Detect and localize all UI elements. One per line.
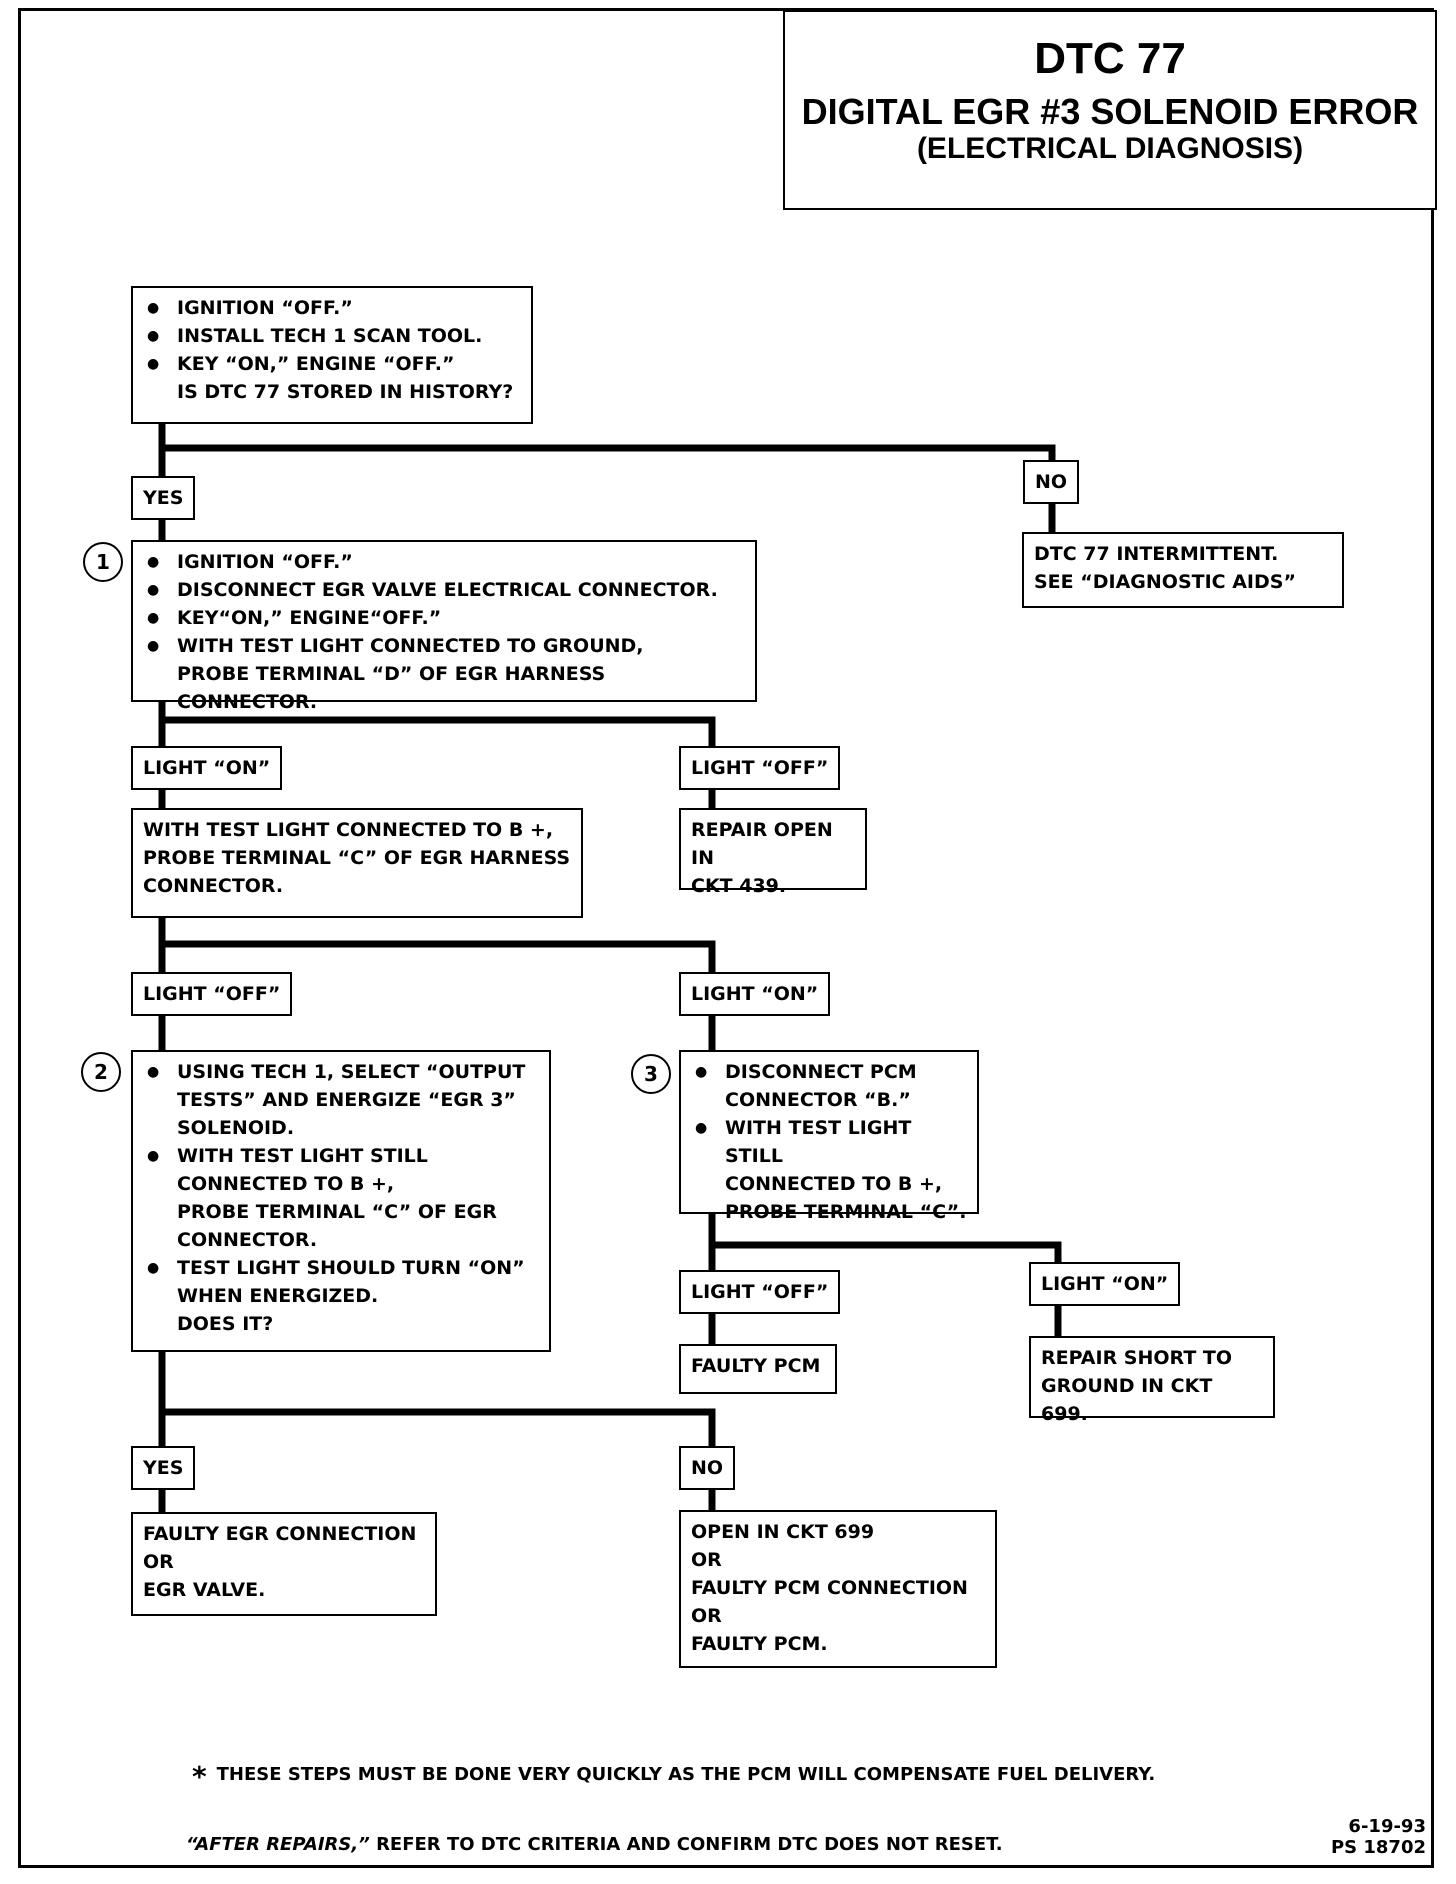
step-1-light-off-label: LIGHT “OFF” <box>679 746 841 790</box>
probe-terminal-c-box: WITH TEST LIGHT CONNECTED TO B +, PROBE … <box>131 808 583 918</box>
start-step-item: INSTALL TECH 1 SCAN TOOL. <box>143 322 523 350</box>
step-3-box: DISCONNECT PCM CONNECTOR “B.” WITH TEST … <box>679 1050 979 1223</box>
step-2-item: TEST LIGHT SHOULD TURN “ON” WHEN ENERGIZ… <box>143 1254 541 1338</box>
step-2-no-label: NO <box>679 1446 736 1490</box>
step-2-item: WITH TEST LIGHT STILL CONNECTED TO B +, … <box>143 1142 541 1254</box>
page-frame <box>18 8 1434 1868</box>
step-1-box: IGNITION “OFF.” DISCONNECT EGR VALVE ELE… <box>131 540 757 713</box>
open-699-box: OPEN IN CKT 699 OR FAULTY PCM CONNECTION… <box>679 1510 997 1668</box>
quick-steps-note: * THESE STEPS MUST BE DONE VERY QUICKLY A… <box>192 1760 1155 1793</box>
start-no-label: NO <box>1023 460 1080 504</box>
step-marker-1: 1 <box>83 542 123 582</box>
step-2-item: USING TECH 1, SELECT “OUTPUT TESTS” AND … <box>143 1058 541 1142</box>
faulty-pcm-box: FAULTY PCM <box>679 1344 837 1394</box>
step-marker-2: 2 <box>81 1052 121 1092</box>
faulty-egr-text: FAULTY EGR CONNECTION OR EGR VALVE. <box>143 1523 417 1601</box>
document-reference: 6-19-93 PS 18702 <box>1331 1816 1426 1858</box>
step-3-item: WITH TEST LIGHT STILL CONNECTED TO B +, … <box>691 1114 969 1226</box>
faulty-pcm-text: FAULTY PCM <box>691 1355 821 1377</box>
step-3-light-off-label: LIGHT “OFF” <box>679 1270 841 1314</box>
start-step-item: IGNITION “OFF.” <box>143 294 523 322</box>
start-step-item: KEY “ON,” ENGINE “OFF.” IS DTC 77 STORED… <box>143 350 523 406</box>
title-block: DTC 77 DIGITAL EGR #3 SOLENOID ERROR (EL… <box>783 10 1437 210</box>
quick-steps-text: THESE STEPS MUST BE DONE VERY QUICKLY AS… <box>216 1764 1156 1785</box>
step-3-item: DISCONNECT PCM CONNECTOR “B.” <box>691 1058 969 1114</box>
document-number: PS 18702 <box>1330 1837 1426 1858</box>
repair-open-439-box: REPAIR OPEN IN CKT 439. <box>679 808 867 897</box>
step-marker-3: 3 <box>631 1054 671 1094</box>
step-3-light-on-label: LIGHT “ON” <box>1029 1262 1181 1306</box>
step-1-item: IGNITION “OFF.” <box>143 548 747 576</box>
repair-short-699-text: REPAIR SHORT TO GROUND IN CKT 699. <box>1041 1347 1233 1425</box>
faulty-egr-box: FAULTY EGR CONNECTION OR EGR VALVE. <box>131 1512 437 1616</box>
asterisk-mark: * <box>192 1760 207 1793</box>
repair-open-439-text: REPAIR OPEN IN CKT 439. <box>691 819 833 897</box>
open-699-text: OPEN IN CKT 699 OR FAULTY PCM CONNECTION… <box>691 1521 968 1655</box>
intermittent-box: DTC 77 INTERMITTENT. SEE “DIAGNOSTIC AID… <box>1022 532 1344 608</box>
start-step-box: IGNITION “OFF.” INSTALL TECH 1 SCAN TOOL… <box>131 286 533 424</box>
step-2-yes-label: YES <box>131 1446 196 1490</box>
step-1-light-on-label: LIGHT “ON” <box>131 746 283 790</box>
repair-short-699-box: REPAIR SHORT TO GROUND IN CKT 699. <box>1029 1336 1275 1425</box>
dtc-subtitle: (ELECTRICAL DIAGNOSIS) <box>916 132 1304 165</box>
after-repairs-text: REFER TO DTC CRITERIA AND CONFIRM DTC DO… <box>376 1834 1003 1855</box>
step-2-box: USING TECH 1, SELECT “OUTPUT TESTS” AND … <box>131 1050 551 1352</box>
start-yes-label: YES <box>131 476 196 520</box>
after-repairs-note: “AFTER REPAIRS,” REFER TO DTC CRITERIA A… <box>186 1834 1003 1855</box>
probe-terminal-c-text: WITH TEST LIGHT CONNECTED TO B +, PROBE … <box>143 819 571 897</box>
dtc-code: DTC 77 <box>1034 34 1186 83</box>
after-repairs-emphasis: “AFTER REPAIRS,” <box>186 1834 370 1855</box>
step-1-item: WITH TEST LIGHT CONNECTED TO GROUND, PRO… <box>143 632 747 716</box>
document-date: 6-19-93 <box>1348 1816 1426 1837</box>
dtc-name: DIGITAL EGR #3 SOLENOID ERROR <box>801 91 1419 132</box>
probe-c-light-on-label: LIGHT “ON” <box>679 972 831 1016</box>
step-1-item: DISCONNECT EGR VALVE ELECTRICAL CONNECTO… <box>143 576 747 604</box>
step-1-item: KEY“ON,” ENGINE“OFF.” <box>143 604 747 632</box>
intermittent-text: DTC 77 INTERMITTENT. SEE “DIAGNOSTIC AID… <box>1034 543 1296 593</box>
probe-c-light-off-label: LIGHT “OFF” <box>131 972 293 1016</box>
